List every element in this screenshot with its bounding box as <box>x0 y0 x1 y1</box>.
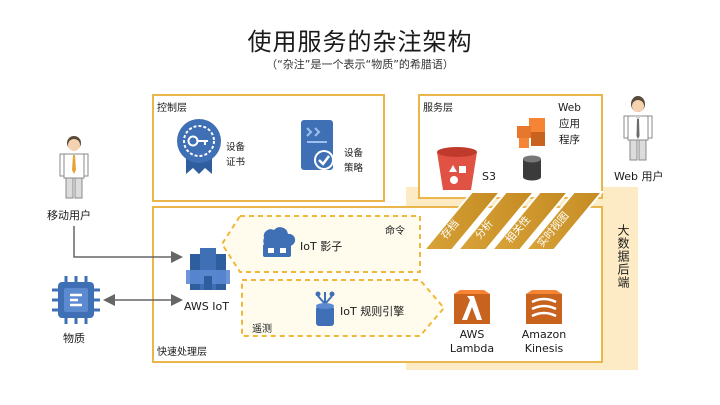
lambda-label: AWS Lambda <box>448 328 496 356</box>
command-label: 命令 <box>385 226 405 237</box>
iot-shadow-icon <box>263 227 296 257</box>
page-title: 使用服务的杂注架构 <box>247 28 473 56</box>
aws-iot-label: AWS IoT <box>184 300 229 313</box>
lambda-label-line2: Lambda <box>449 342 495 355</box>
s3-bucket-icon <box>437 147 477 190</box>
kinesis-label-line2: Kinesis <box>524 342 564 355</box>
mobile-user-label: 移动用户 <box>47 209 91 222</box>
certificate-label-line1: 设备 <box>226 142 246 153</box>
mobile-to-iot-arrow <box>73 226 183 263</box>
web-user-icon <box>623 96 653 161</box>
mobile-user-icon <box>59 136 89 199</box>
aws-iot-icon <box>186 248 230 290</box>
certificate-icon <box>177 119 221 174</box>
web-user-label: Web 用户 <box>614 170 664 183</box>
web-app-label-line1: Web <box>558 102 581 114</box>
stripe-correlation <box>489 191 571 251</box>
certificate-label-line2: 证书 <box>226 157 246 168</box>
policy-label-line2: 策略 <box>344 163 364 174</box>
big-data-backend-label: 大数据后端 <box>616 224 630 289</box>
page-subtitle: （“杂注”是一个表示“物质”的希腊语） <box>266 58 454 71</box>
service-layer-box: 服务层 S3 Web 应用 程序 <box>418 94 603 199</box>
stripe-analytics <box>455 191 537 251</box>
iot-shadow-label: IoT 影子 <box>300 240 343 253</box>
thing-chip-icon <box>52 276 100 324</box>
stripe-realtime-view <box>523 191 605 251</box>
telemetry-label: 遥测 <box>252 324 272 335</box>
iot-rules-panel <box>241 279 446 337</box>
kinesis-label: Amazon Kinesis <box>518 328 570 356</box>
service-layer-label: 服务层 <box>423 103 453 114</box>
web-app-label-line2: 应用 <box>558 118 580 130</box>
speed-layer-label: 快速处理层 <box>157 347 207 358</box>
stripe-archive <box>421 191 503 251</box>
control-layer-box: 控制层 设备 证书 设备 策略 <box>152 94 385 202</box>
kinesis-icon <box>526 290 562 324</box>
big-data-stripes <box>421 191 605 251</box>
iot-rules-label: IoT 规则引擎 <box>340 305 405 318</box>
web-app-label: Web 应用 程序 <box>558 100 581 148</box>
lambda-icon <box>454 290 490 324</box>
control-layer-label: 控制层 <box>157 103 187 114</box>
database-icon <box>523 155 541 181</box>
lambda-label-line1: AWS <box>459 328 485 341</box>
s3-label: S3 <box>482 170 496 183</box>
iot-rules-icon <box>315 291 335 326</box>
policy-label: 设备 策略 <box>344 146 363 176</box>
certificate-label: 设备 证书 <box>226 140 245 170</box>
thing-label: 物质 <box>63 332 85 345</box>
policy-icon <box>301 120 334 170</box>
ec2-instances-icon <box>517 118 545 148</box>
kinesis-label-line1: Amazon <box>521 328 567 341</box>
policy-label-line1: 设备 <box>344 148 364 159</box>
web-app-label-line3: 程序 <box>558 134 580 146</box>
